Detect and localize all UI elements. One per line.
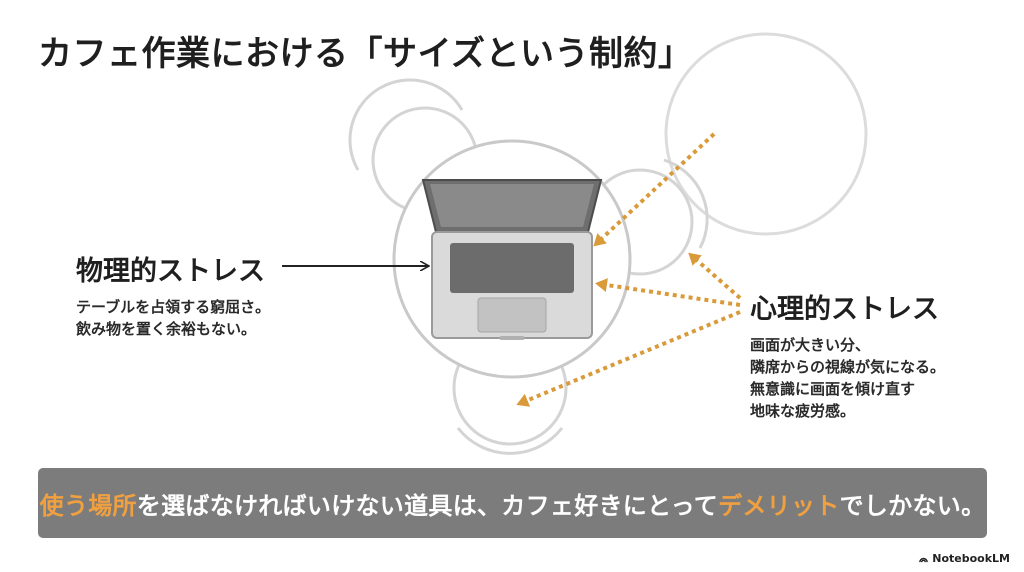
psychological-stress-label: 心理的ストレス 画面が大きい分、 隣席からの視線が気になる。 無意識に画面を傾け… (750, 287, 945, 422)
laptop-hinge-notch (500, 336, 524, 340)
page-title: カフェ作業における「サイズという制約」 (38, 34, 693, 74)
banner-text-end: でしかない。 (839, 491, 986, 520)
highlight-place: 使う場所 (39, 491, 137, 520)
highlight-demerit: デメリット (718, 491, 840, 520)
notebooklm-logo-icon (919, 557, 929, 563)
laptop-trackpad (477, 297, 547, 333)
conclusion-banner: 使う場所を選ばなければいけない道具は、カフェ好きにとってデメリットでしかない。 (38, 468, 987, 538)
conclusion-text: 使う場所を選ばなければいけない道具は、カフェ好きにとってデメリットでしかない。 (40, 486, 986, 521)
neighbor-table (664, 32, 868, 236)
physical-line: 飲み物を置く余裕もない。 (76, 320, 257, 338)
physical-stress-heading: 物理的ストレス (76, 256, 265, 287)
laptop (421, 179, 603, 340)
physical-stress-description: テーブルを占領する窮屈さ。 飲み物を置く余裕もない。 (76, 296, 270, 340)
psychological-line: 地味な疲労感。 (750, 402, 856, 420)
psychological-line: 画面が大きい分、 (750, 336, 871, 354)
physical-line: テーブルを占領する窮屈さ。 (76, 298, 271, 316)
psychological-line: 隣席からの視線が気になる。 (750, 358, 946, 376)
psychological-line: 無意識に画面を傾け直す (750, 380, 916, 398)
brand-watermark: NotebookLM (919, 552, 1010, 565)
laptop-keyboard (450, 243, 574, 293)
cafe-table-diagram (282, 32, 868, 455)
banner-text-middle: を選ばなければいけない道具は、カフェ好きにとって (136, 491, 719, 520)
gaze-arrow-1 (593, 132, 716, 247)
psychological-stress-description: 画面が大きい分、 隣席からの視線が気になる。 無意識に画面を傾け直す 地味な疲労… (750, 334, 945, 422)
psychological-stress-arrows (516, 132, 742, 407)
gaze-arrow-2 (688, 252, 742, 300)
brand-name: NotebookLM (932, 552, 1010, 565)
physical-stress-label: 物理的ストレス テーブルを占領する窮屈さ。 飲み物を置く余裕もない。 (76, 249, 270, 340)
psychological-stress-heading: 心理的ストレス (750, 294, 939, 325)
